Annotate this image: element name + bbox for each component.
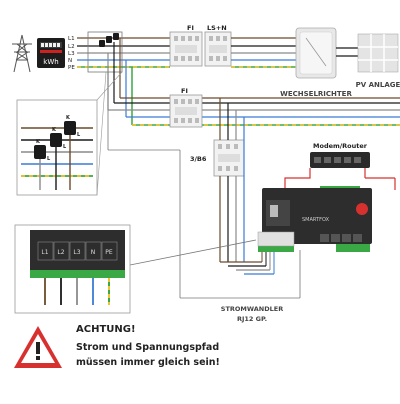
stromwandler-line1: STROMWANDLER — [221, 305, 283, 313]
warning-text-line2: müssen immer gleich sein! — [76, 357, 220, 368]
line-label-l1: L1 — [68, 36, 75, 42]
pv-label: PV ANLAGE — [356, 81, 400, 89]
ls-n-breaker: LS+N — [204, 24, 232, 67]
ct-detail-inset: K L K L K L — [16, 71, 123, 196]
ls-n-label: LS+N — [207, 24, 227, 32]
fi-breaker-mid: FI — [169, 87, 203, 128]
stromwandler-line2: RJ12 GP. — [237, 315, 267, 323]
b6-label: 3/B6 — [190, 155, 207, 163]
smartfox-brand: SMARTFOX — [302, 217, 330, 223]
terminal-label-l3: L3 — [73, 249, 80, 256]
fi-mid-label: FI — [181, 87, 188, 95]
warning-text-line1: Strom und Spannungspfad — [76, 342, 220, 353]
ct-marker-l3: L — [77, 132, 81, 138]
line-label-pe: PE — [68, 65, 75, 71]
inverter: WECHSELRICHTER — [280, 27, 352, 98]
pv-wires — [336, 47, 358, 57]
router-label: Modem/Router — [313, 142, 368, 150]
mid-busbars — [108, 97, 400, 126]
ct-marker-l2: L — [63, 144, 67, 150]
terminal-label-pe: PE — [105, 249, 113, 256]
pv-panel: PV ANLAGE — [356, 33, 400, 89]
modem-router: Modem/Router — [310, 142, 370, 168]
b6-breaker: 3/B6 — [190, 139, 245, 177]
ct-marker-k1: K — [36, 139, 41, 145]
ct-lead-wires — [261, 252, 275, 274]
line-labels: L1 L2 L3 N PE — [68, 36, 75, 71]
ct-marker-k3: K — [66, 115, 71, 121]
vertical-drops — [107, 38, 133, 125]
terminal-label-n: N — [91, 249, 96, 256]
terminal-detail-inset: L1 L2 L3 N PE — [14, 224, 131, 314]
inverter-wires — [231, 37, 296, 68]
line-label-l2: L2 — [68, 44, 75, 50]
power-pylon-icon — [12, 34, 32, 73]
ct-marker-l1: L — [47, 156, 51, 162]
b6-feed-wires — [219, 98, 274, 275]
ct-junction-box — [87, 31, 123, 73]
warning-icon — [14, 326, 62, 368]
line-label-n: N — [68, 58, 72, 64]
network-cable — [284, 168, 396, 190]
fi-breaker-top: FI — [169, 24, 203, 67]
meter-label: kWh — [43, 58, 58, 66]
ct-signal-path — [107, 72, 301, 299]
terminal-label-l1: L1 — [41, 249, 48, 256]
electricity-meter: kWh — [37, 38, 65, 68]
line-label-l3: L3 — [68, 51, 75, 57]
fi-top-label: FI — [187, 24, 194, 32]
inverter-label: WECHSELRICHTER — [280, 90, 352, 98]
stromwandler-label: STROMWANDLER RJ12 GP. — [221, 305, 283, 323]
ct-marker-k2: K — [52, 127, 57, 133]
top-busbars — [77, 37, 170, 68]
smartfox-device: SMARTFOX — [257, 186, 372, 252]
terminal-label-l2: L2 — [57, 249, 64, 256]
warning-title: ACHTUNG! — [76, 324, 136, 335]
